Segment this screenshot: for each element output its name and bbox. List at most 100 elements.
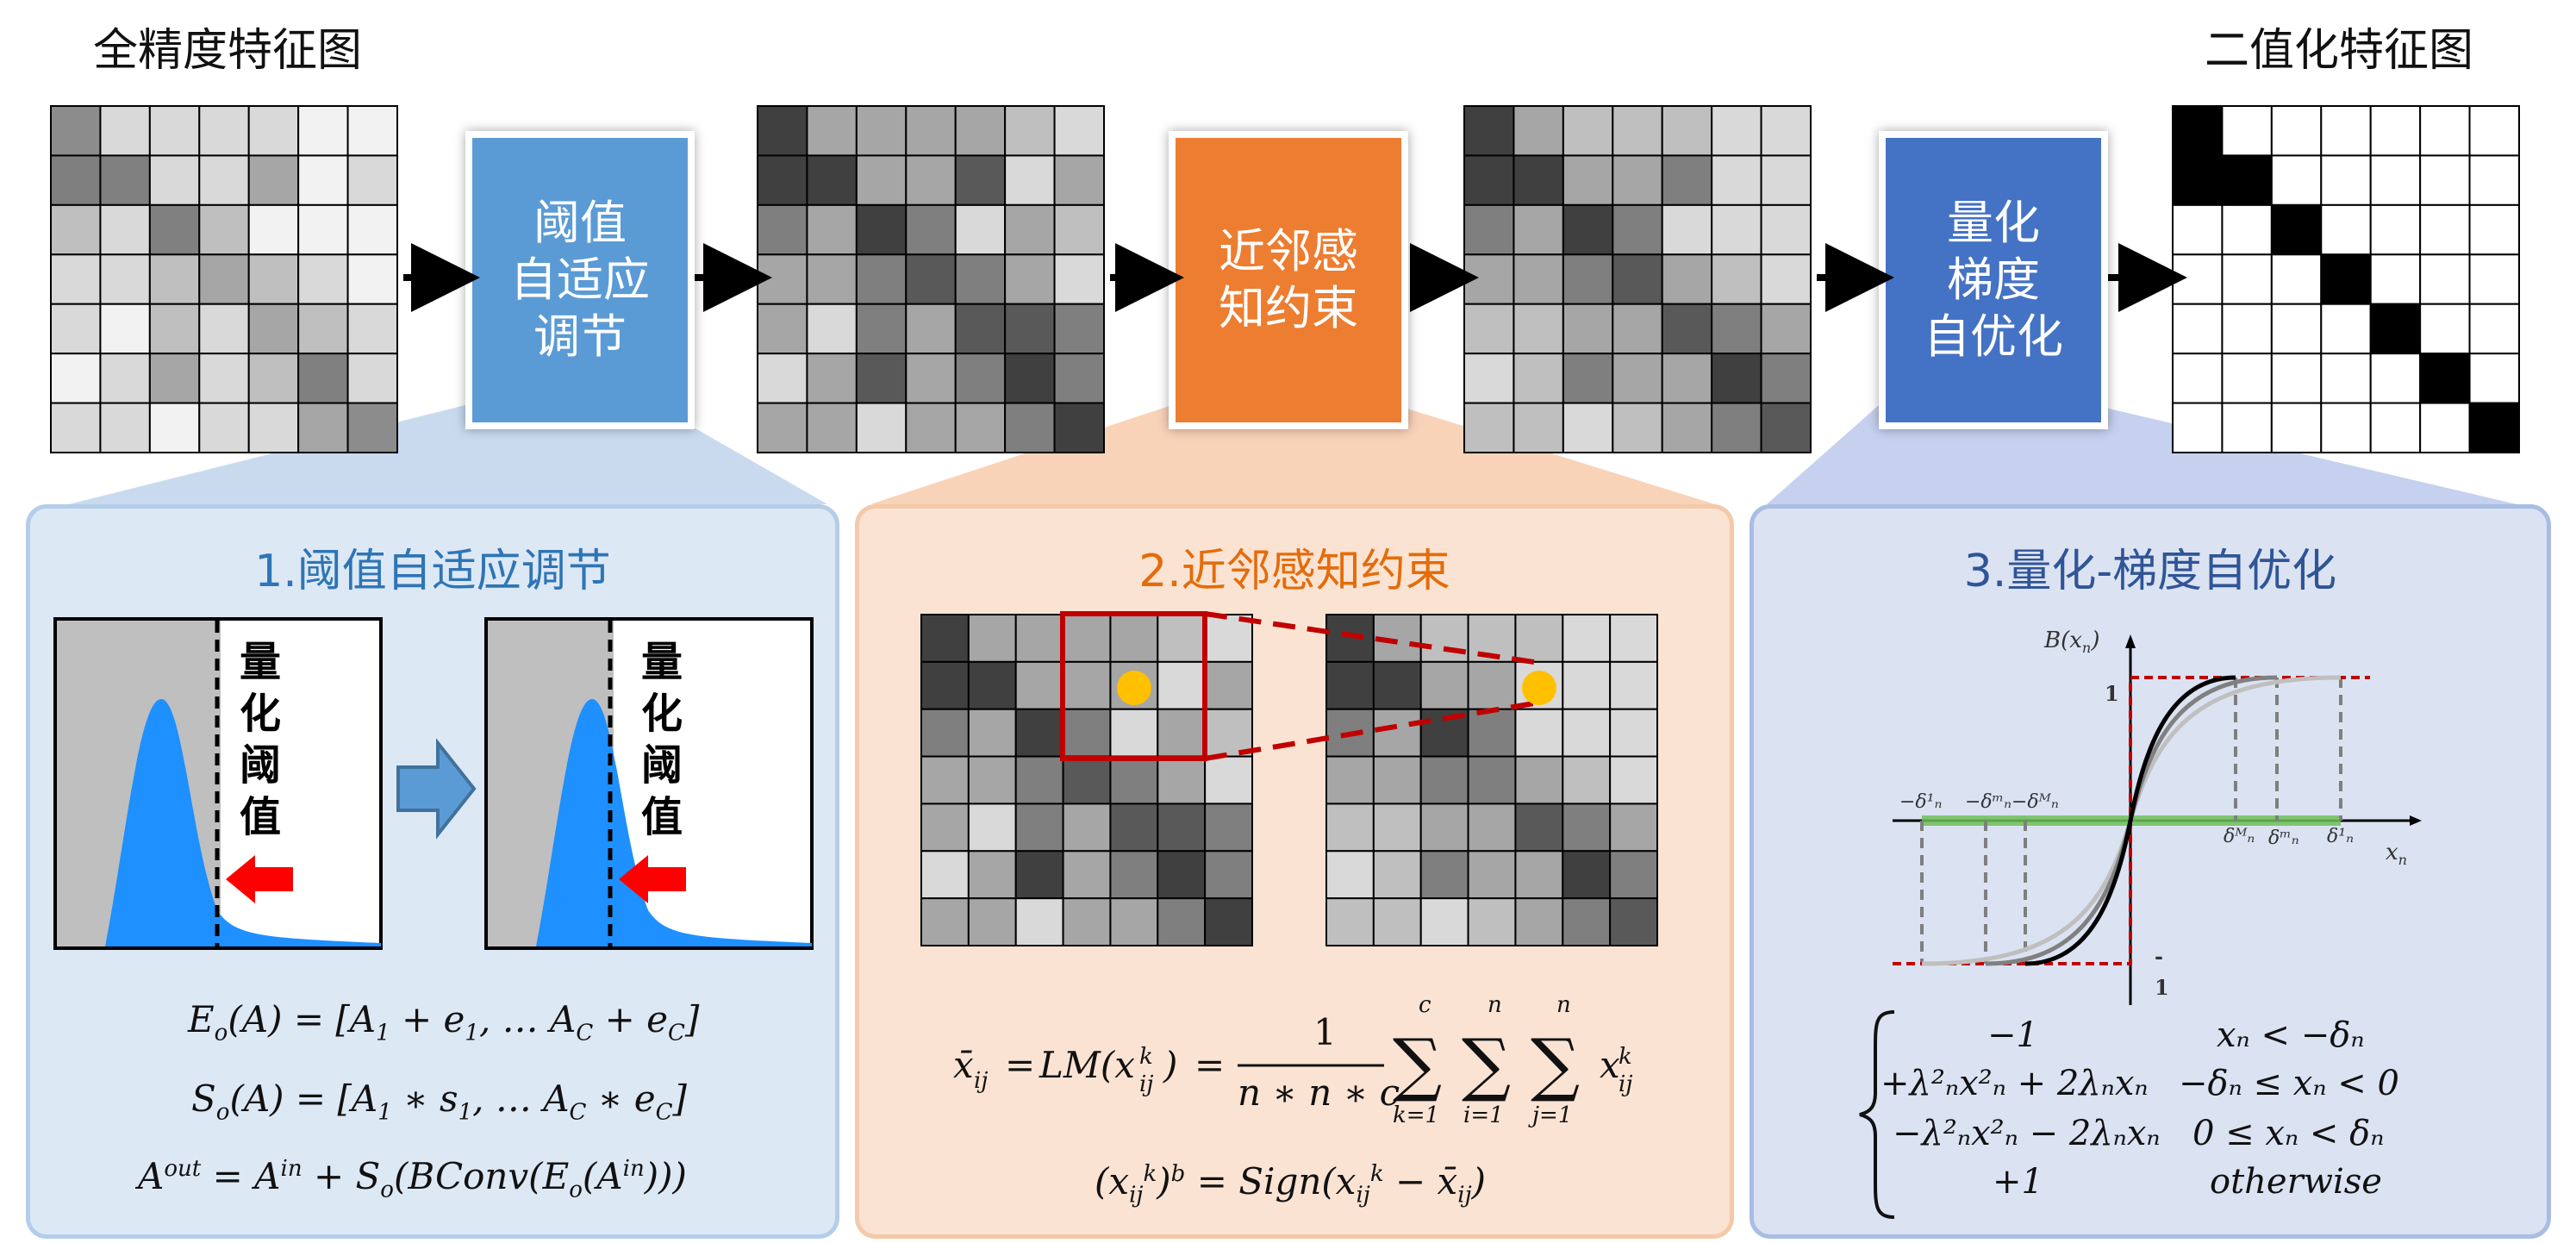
- matrix-cell: [1372, 755, 1422, 805]
- matrix-cell: [1612, 154, 1663, 206]
- matrix-cell: [1514, 614, 1564, 663]
- matrix-cell: [50, 353, 102, 404]
- svg-text:n: n: [1556, 992, 1571, 1018]
- wedge-panel3: [1767, 405, 2517, 504]
- matrix-cell: [1204, 755, 1253, 805]
- matrix-cell: [99, 303, 151, 355]
- matrix-cell: [346, 105, 398, 157]
- panel-gradient-self-opt: [1750, 504, 2551, 1239]
- matrix-cell: [1562, 897, 1612, 946]
- matrix-cell: [2419, 203, 2471, 256]
- matrix-cell: [2172, 402, 2224, 453]
- matrix-cell: [1711, 303, 1762, 355]
- approx-curve-M: [2024, 675, 2236, 966]
- svg-text:): ): [1163, 1044, 1177, 1086]
- matrix-cell: [806, 253, 858, 305]
- matrix-cell: [1372, 850, 1422, 900]
- matrix-cell: [2468, 353, 2520, 404]
- pos-tick-M: δᴹₙ: [2224, 826, 2255, 847]
- y-axis-arrow-icon: [2125, 634, 2136, 648]
- matrix-cell: [1661, 154, 1713, 206]
- matrix-cell: [1419, 897, 1469, 946]
- matrix-cell: [2270, 105, 2323, 157]
- matrix-cell: [1711, 105, 1762, 157]
- svg-text:i=1: i=1: [1463, 1102, 1504, 1128]
- matrix-cell: [1661, 353, 1713, 404]
- matrix-cell: [1109, 614, 1159, 663]
- matrix-cell: [806, 402, 858, 453]
- svg-text:x̄: x̄: [953, 1044, 974, 1086]
- quant-threshold-label-2: 量化阈值: [640, 638, 683, 841]
- piecewise-brace: [1859, 1010, 1895, 1219]
- matrix-cell: [2419, 353, 2471, 404]
- matrix-cell: [2172, 353, 2224, 404]
- matrix-cell: [855, 402, 908, 453]
- formula-aout: Aout = Ain + So(BConv(Eo(Ain))): [138, 1155, 687, 1203]
- panel2-title: 2.近邻感知约束: [1138, 546, 1450, 597]
- svg-text:k: k: [1139, 1044, 1153, 1070]
- matrix-cell: [757, 303, 808, 355]
- quant-threshold-label-1: 量化阈值: [239, 638, 281, 841]
- svg-text:c: c: [1419, 992, 1431, 1018]
- matrix-cell: [2320, 105, 2372, 157]
- distribution-curve: [536, 699, 812, 946]
- svg-text:ij: ij: [974, 1068, 988, 1094]
- matrix-cell: [1661, 303, 1713, 355]
- matrix-cell: [967, 614, 1017, 663]
- matrix-cell: [2221, 303, 2273, 355]
- svg-text:j=1: j=1: [1528, 1102, 1572, 1128]
- svg-text:LM(x: LM(x: [1039, 1044, 1135, 1086]
- piece-cond-1: xₙ < −δₙ: [2217, 1015, 2365, 1055]
- matrix-cell: [1609, 614, 1658, 663]
- matrix-cell: [1109, 850, 1159, 900]
- piece-cond-2: −δₙ ≤ xₙ < 0: [2179, 1064, 2399, 1103]
- matrix-cell: [2172, 154, 2224, 206]
- piece-expr-1: −1: [1987, 1015, 2038, 1055]
- matrix-cell: [1760, 303, 1812, 355]
- matrix-cell: [1014, 850, 1064, 900]
- matrix-cell: [967, 850, 1017, 900]
- matrix-cell: [920, 897, 970, 946]
- matrix-cell: [1325, 755, 1375, 805]
- matrix-cell: [2419, 253, 2471, 305]
- big-blue-arrow-icon: [396, 738, 477, 840]
- matrix-cell: [1562, 253, 1614, 305]
- matrix-cell: [1014, 660, 1064, 710]
- matrix-cell: [1513, 154, 1564, 206]
- matrix-cell: [1562, 850, 1612, 900]
- right-title: 二值化特征图: [2205, 25, 2474, 77]
- zoom-line-top: [1204, 611, 1535, 665]
- matrix-cell: [954, 402, 1007, 453]
- matrix-cell: [905, 203, 957, 256]
- matrix-cell: [1157, 660, 1207, 710]
- matrix-cell: [2320, 303, 2372, 355]
- node-gradient-self-opt: 量化 梯度 自优化: [1879, 131, 2108, 429]
- matrix-cell: [198, 303, 250, 355]
- matrix-cell: [1711, 253, 1762, 305]
- matrix-cell: [1204, 708, 1253, 758]
- wedge-panel1: [69, 405, 827, 504]
- matrix-cell: [1562, 660, 1612, 710]
- matrix-cell: [2369, 253, 2422, 305]
- matrix-cell: [2320, 253, 2372, 305]
- matrix-cell: [297, 253, 349, 305]
- matrix-cell: [954, 253, 1007, 305]
- matrix-cell: [2320, 203, 2372, 256]
- matrix-cell: [50, 253, 102, 305]
- histogram-before: [53, 617, 383, 950]
- y-tick-bottom: - 1: [2155, 944, 2169, 1000]
- matrix-cell: [99, 154, 151, 206]
- svg-text:∑: ∑: [1531, 1024, 1580, 1104]
- matrix-cell: [2172, 303, 2224, 355]
- matrix-cell: [1325, 803, 1375, 853]
- svg-text:∑: ∑: [1462, 1024, 1511, 1104]
- matrix-cell: [1004, 203, 1056, 256]
- matrix-cell: [1157, 614, 1207, 663]
- svg-text:k=1: k=1: [1393, 1102, 1439, 1128]
- approx-sign-plot: [1893, 634, 2422, 1005]
- matrix-cell: [2270, 154, 2323, 206]
- matrix-cell: [346, 353, 398, 404]
- matrix-cell: [247, 253, 300, 305]
